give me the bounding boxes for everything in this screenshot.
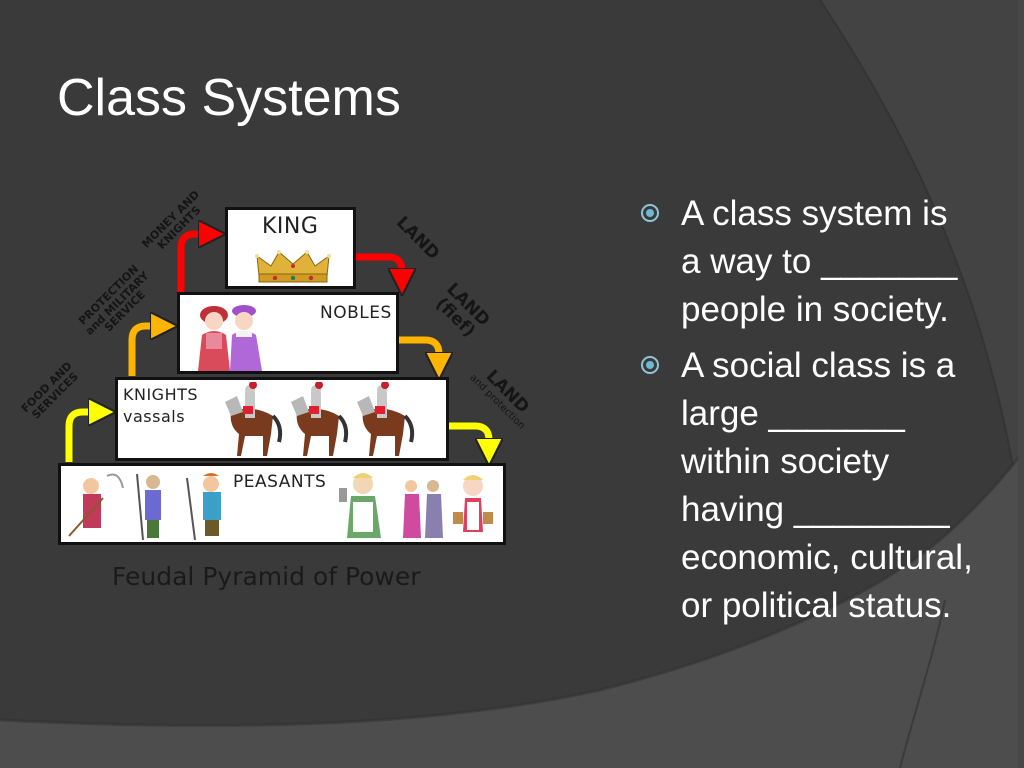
arrow-land — [355, 253, 402, 282]
bullet-class-system: A class system is a way to _______ peopl… — [640, 190, 1020, 334]
mounted-knights-illustration — [225, 382, 415, 456]
bullet-line: within society — [681, 442, 890, 481]
arrow-money-knights — [177, 234, 212, 294]
bullet-line: having ________ — [681, 490, 950, 529]
tier-peasants-label: PEASANTS — [233, 472, 327, 492]
nobles-couple-illustration — [198, 305, 262, 371]
tier-nobles: NOBLES — [177, 292, 399, 374]
tier-knights-label: KNIGHTS — [123, 385, 199, 404]
bullet-line: A social class is a — [681, 346, 956, 385]
bullet-line: or political status. — [681, 586, 952, 625]
bullet-list: A class system is a way to _______ peopl… — [640, 190, 1020, 638]
circle-bullet-icon — [641, 356, 659, 374]
bullet-social-class: A social class is a large _______ within… — [640, 342, 1020, 630]
arrow-protection-service — [128, 326, 164, 376]
tier-knights-sublabel: vassals — [123, 407, 186, 426]
bullet-line: A class system is — [681, 194, 948, 233]
bullet-line: large _______ — [681, 394, 905, 433]
arrow-land-fief — [398, 336, 439, 366]
arrows-layer — [65, 190, 560, 610]
tier-king-label: KING — [262, 214, 319, 239]
feudal-pyramid-diagram: KING NOBLES KNIGHTS vassals — [0, 188, 560, 610]
bullet-line: economic, cultural, — [681, 538, 973, 577]
tier-nobles-label: NOBLES — [320, 303, 392, 323]
diagram-caption: Feudal Pyramid of Power — [112, 562, 421, 591]
tier-knights: KNIGHTS vassals — [115, 377, 449, 461]
arrow-land-protection — [449, 422, 489, 452]
tier-king: KING — [225, 207, 356, 289]
tier-peasants: PEASANTS — [58, 463, 506, 545]
arrow-food-services — [65, 412, 102, 462]
circle-bullet-icon — [641, 204, 659, 222]
bullet-line: a way to _______ — [681, 242, 958, 281]
peasants-illustration — [68, 473, 493, 541]
slide-title: Class Systems — [57, 69, 401, 127]
bullet-line: people in society. — [681, 290, 949, 329]
crown-icon — [255, 250, 331, 283]
